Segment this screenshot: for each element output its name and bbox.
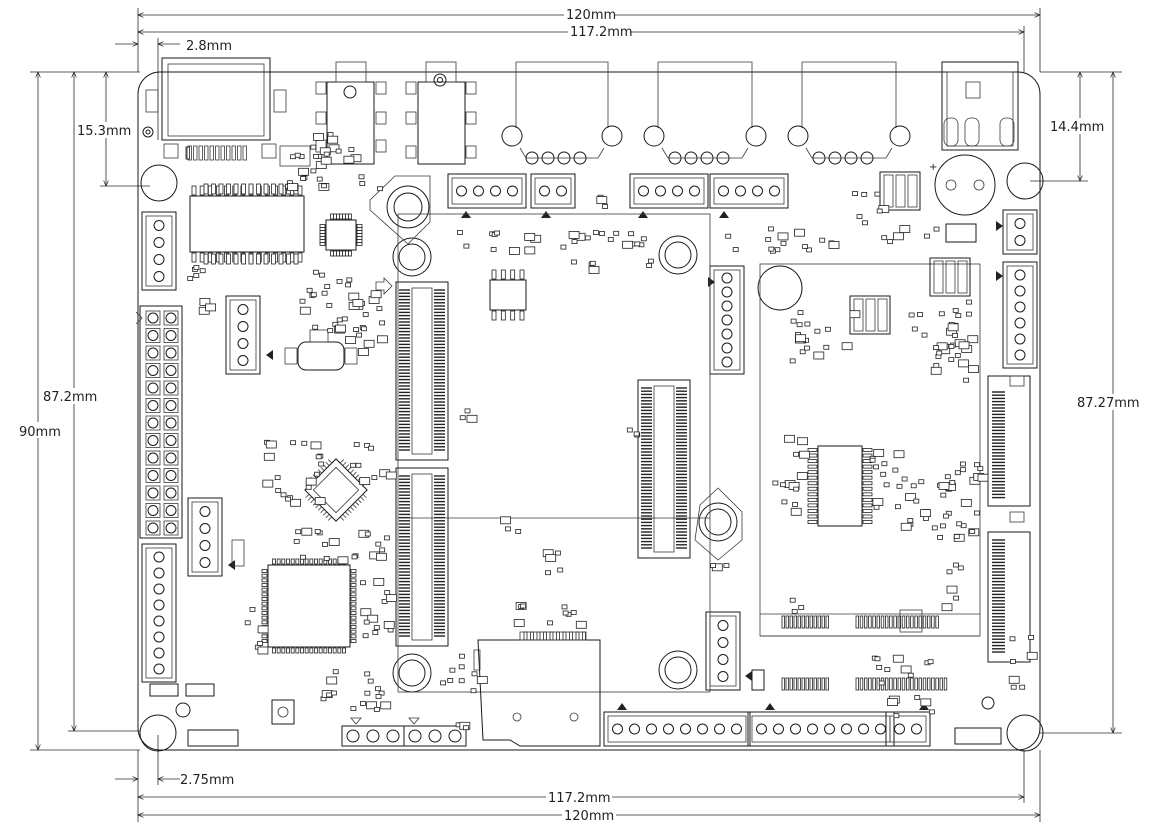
power-jack: +	[929, 61, 1019, 216]
svg-text:+: +	[929, 162, 937, 173]
dim-label-height-outer: 90mm	[19, 425, 61, 440]
dim-label-width-outer: 120mm	[566, 8, 616, 23]
dual-row-header	[135, 305, 183, 539]
serial-connectors	[501, 61, 911, 165]
mounting-holes	[139, 126, 1044, 752]
dim-label-width-inner: 117.2mm	[570, 25, 633, 40]
dim-label-top-left-offset: 2.8mm	[186, 39, 232, 54]
dim-label-hole-left: 15.3mm	[77, 124, 131, 139]
dim-label-height-inner-left: 87.2mm	[43, 390, 97, 405]
dim-label-hole-right: 14.4mm	[1050, 120, 1104, 135]
smd-components	[149, 132, 1038, 747]
usb-connector	[145, 57, 287, 161]
dim-label-width-inner-bottom: 117.2mm	[548, 791, 611, 806]
dim-label-bottom-left-offset: 2.75mm	[180, 773, 234, 788]
dim-label-height-inner-right: 87.27mm	[1077, 396, 1140, 411]
dimension-labels: 120mm 117.2mm 2.8mm 90mm 87.2mm 15.3mm 8…	[18, 6, 1154, 824]
module-outline	[397, 213, 981, 693]
board-to-board-connectors	[395, 281, 691, 647]
dim-label-width-outer-bottom: 120mm	[564, 809, 614, 824]
board-outline	[137, 71, 1041, 751]
sd-card-slot	[473, 631, 601, 747]
audio-jack-right	[405, 61, 477, 165]
pin-headers	[141, 173, 1038, 747]
audio-jack-left	[315, 61, 387, 165]
